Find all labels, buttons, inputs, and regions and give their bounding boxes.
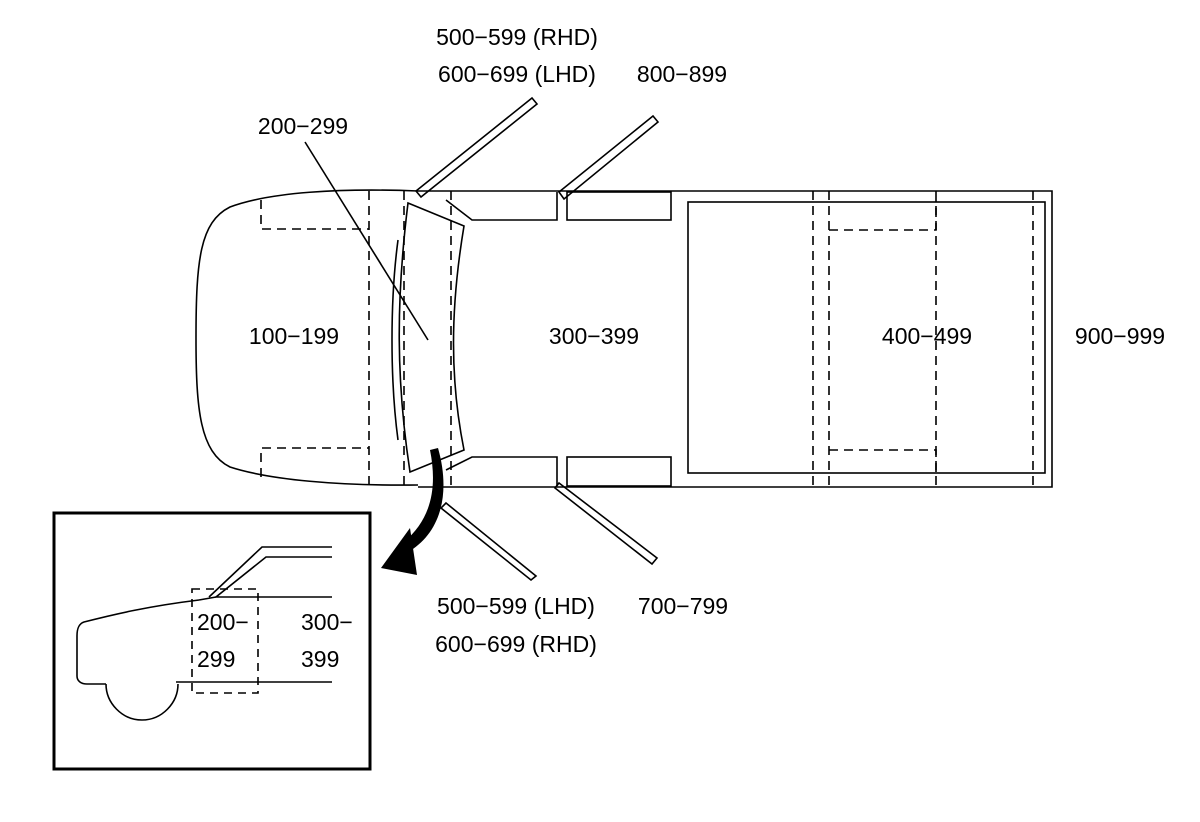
label-zone-400: 400−499 [882,323,972,349]
label-zone-500-rhd: 500−599 (RHD) [436,24,598,50]
inset-labels: 200− 299 300− 399 [197,609,353,672]
inset-label-200: 200− [197,609,249,635]
label-zone-300: 300−399 [549,323,639,349]
pillar-leaders [414,96,660,582]
label-zone-800: 800−899 [637,61,727,87]
leader-200-299 [304,141,429,341]
label-zone-100: 100−199 [249,323,339,349]
label-zone-600-lhd: 600−699 (LHD) [438,61,596,87]
inset-side-view [52,511,372,771]
label-zone-500-lhd: 500−599 (LHD) [437,593,595,619]
label-zone-900: 900−999 [1075,323,1165,349]
inset-label-299: 299 [197,646,235,672]
label-zone-200: 200−299 [258,113,348,139]
inset-label-300: 300− [301,609,353,635]
zone-labels: 100−199 200−299 300−399 400−499 900−999 … [249,24,1165,657]
inset-label-399: 399 [301,646,339,672]
label-zone-700: 700−799 [638,593,728,619]
label-zone-600-rhd: 600−699 (RHD) [435,631,597,657]
zone-boundaries [260,191,1034,487]
inset-arrow [381,448,444,575]
